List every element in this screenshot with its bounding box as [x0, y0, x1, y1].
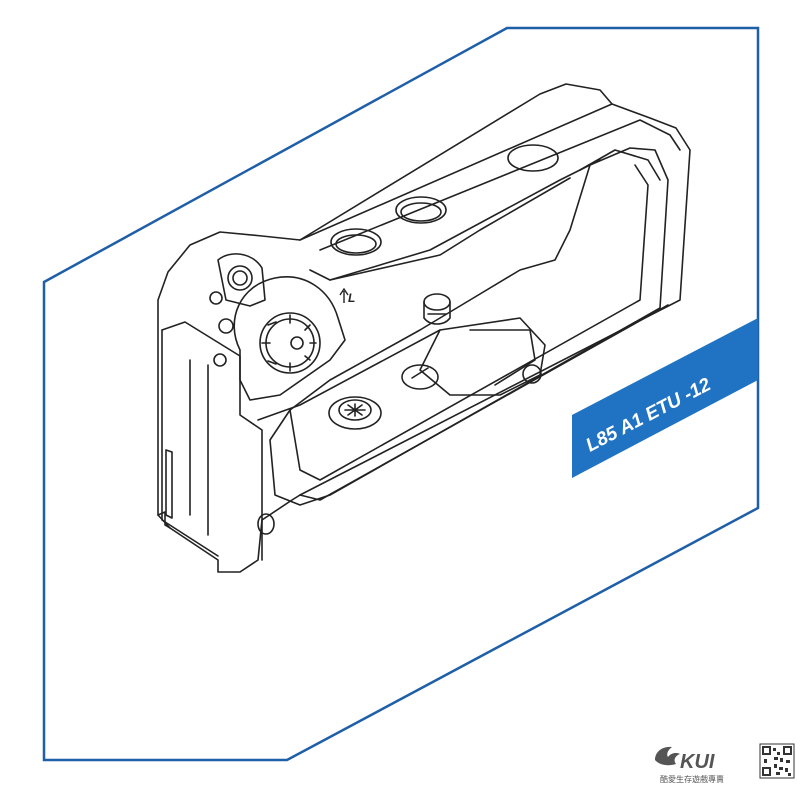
frame-outline: [42, 26, 760, 762]
adjustment-knob-icon: [259, 312, 321, 374]
direction-marker: L: [339, 287, 355, 305]
small-pivot-hole: [227, 265, 253, 291]
qr-code-icon: [759, 743, 795, 779]
screw-head-icon: [328, 396, 382, 430]
lower-hole: [401, 364, 439, 390]
slot: [165, 449, 173, 519]
brand-logo-text: KUI: [680, 751, 715, 773]
part-drawing: [157, 83, 691, 573]
brand-logo: KUI 酷愛生存遊戲專賣: [655, 746, 724, 784]
top-hole: [395, 196, 447, 224]
brand-tagline: 酷愛生存遊戲專賣: [660, 774, 724, 784]
up-arrow-icon: [339, 287, 349, 303]
top-hole: [330, 228, 382, 256]
dragon-logo-icon: [655, 746, 680, 766]
body-outline: [157, 83, 691, 573]
bottom-hole: [257, 513, 275, 535]
side-screw: [213, 353, 227, 367]
pivot-plate: [233, 276, 346, 401]
side-screw: [209, 291, 223, 305]
direction-marker-text: L: [348, 291, 355, 305]
side-screw: [218, 318, 234, 334]
top-hole: [507, 144, 559, 172]
center-pin-icon: [423, 293, 451, 325]
